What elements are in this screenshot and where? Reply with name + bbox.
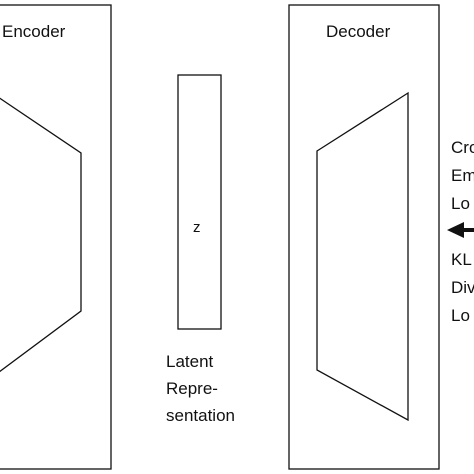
latent-caption-line: sentation	[166, 406, 235, 425]
loss-label-line: Lo	[451, 306, 470, 325]
latent-caption: Latent Repre- sentation	[166, 348, 235, 429]
kl-divergence-loss-label: KL Div Lo	[451, 246, 474, 330]
encoder-title: Encoder	[2, 22, 66, 41]
loss-label-line: Lo	[451, 194, 470, 213]
latent-caption-line: Repre-	[166, 379, 218, 398]
encoder-box	[0, 4, 112, 470]
decoder-title: Decoder	[326, 22, 391, 41]
decoder-trapezoid	[316, 91, 409, 422]
latent-caption-line: Latent	[166, 352, 214, 371]
latent-symbol: z	[193, 219, 201, 236]
loss-label-line: Div	[451, 278, 474, 297]
loss-label-line: Cro	[451, 138, 474, 157]
decoder-box	[288, 4, 440, 470]
loss-label-line: KL	[451, 250, 472, 269]
cross-entropy-loss-label: Cro Em Lo	[451, 134, 474, 218]
loss-arrow-head	[447, 222, 464, 238]
latent-box	[177, 74, 222, 330]
encoder-trapezoid	[0, 97, 82, 373]
loss-label-line: Em	[451, 166, 474, 185]
